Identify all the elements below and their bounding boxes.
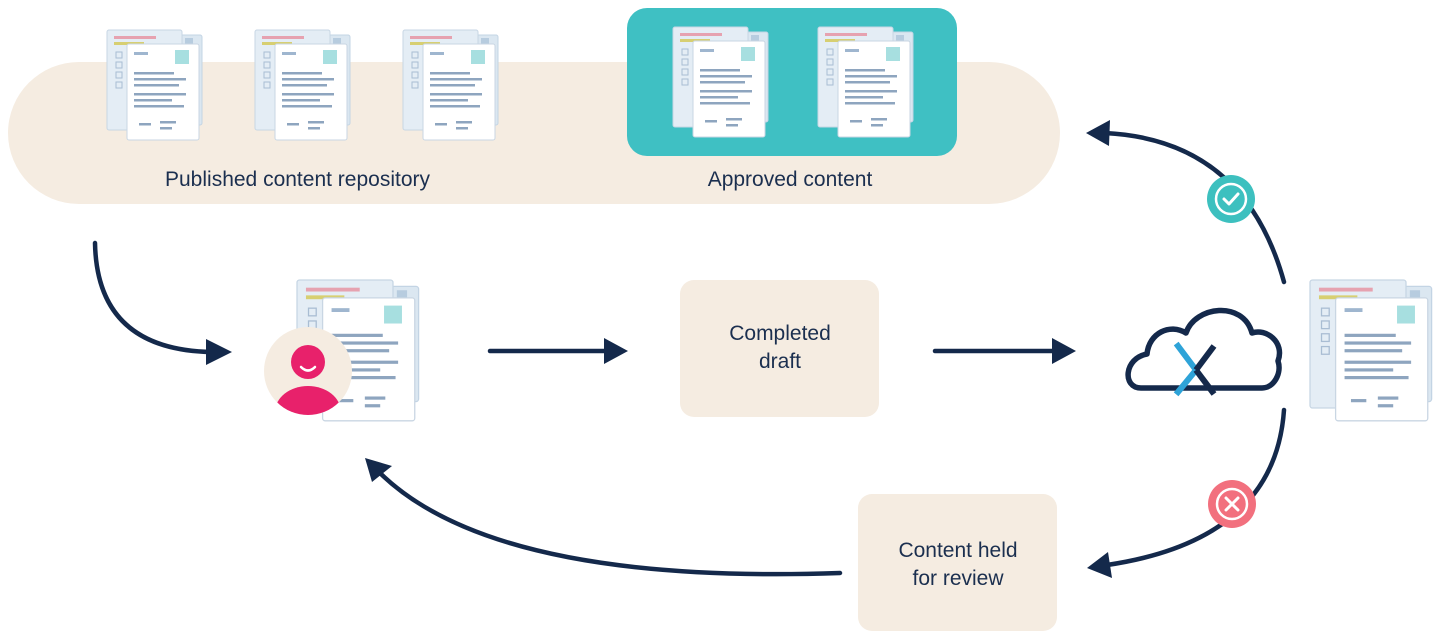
completed-draft-label-line-1: Completed <box>729 322 831 345</box>
arrow-cms-to-review <box>1104 407 1287 568</box>
arrow-cms-to-approved <box>1102 130 1287 285</box>
arrowhead-approved <box>1086 120 1110 146</box>
check-circle-icon <box>1207 175 1255 223</box>
completed-draft-box <box>680 280 879 417</box>
arrow-review-to-author <box>374 467 843 577</box>
held-for-review-label-line-2: for review <box>912 567 1004 591</box>
x-circle-icon <box>1208 480 1256 528</box>
repository-document-1 <box>106 29 203 141</box>
arrowhead-draft <box>604 338 628 364</box>
review-document <box>1309 279 1433 422</box>
approved-document-2 <box>817 26 914 138</box>
author-avatar <box>264 327 352 415</box>
held-for-review-box <box>858 494 1057 631</box>
cloud-x-logo-icon <box>1125 307 1283 397</box>
completed-draft-label-line-2: draft <box>758 350 802 374</box>
held-for-review-label-line-1: Content held <box>898 539 1018 562</box>
held-for-review-label: Content held for review <box>858 537 1058 594</box>
approved-content-label: Approved content <box>707 168 873 191</box>
arrowhead-author <box>206 339 232 365</box>
completed-draft-label: Completed draft <box>680 320 880 377</box>
repository-label: Published content repository <box>165 168 430 191</box>
approved-document-1 <box>672 26 769 138</box>
arrowhead-review <box>1087 552 1112 578</box>
repository-document-2 <box>254 29 351 141</box>
arrowhead-return-author <box>365 458 392 482</box>
repository-document-3 <box>402 29 499 141</box>
arrow-repo-to-author <box>92 240 215 355</box>
arrowhead-cms <box>1052 338 1076 364</box>
